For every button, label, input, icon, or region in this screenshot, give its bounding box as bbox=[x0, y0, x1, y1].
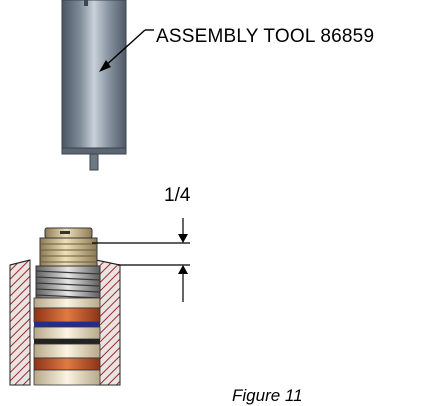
figure-caption: Figure 11 bbox=[232, 386, 303, 405]
assembly-tool bbox=[61, 0, 127, 171]
tool-callout-label: ASSEMBLY TOOL 86859 bbox=[156, 26, 375, 47]
dimension-lines bbox=[92, 218, 190, 302]
housing-section bbox=[9, 259, 121, 386]
tool-leader-arrow bbox=[99, 29, 154, 72]
cartridge bbox=[33, 227, 101, 386]
dimension-label: 1/4 bbox=[164, 185, 191, 206]
